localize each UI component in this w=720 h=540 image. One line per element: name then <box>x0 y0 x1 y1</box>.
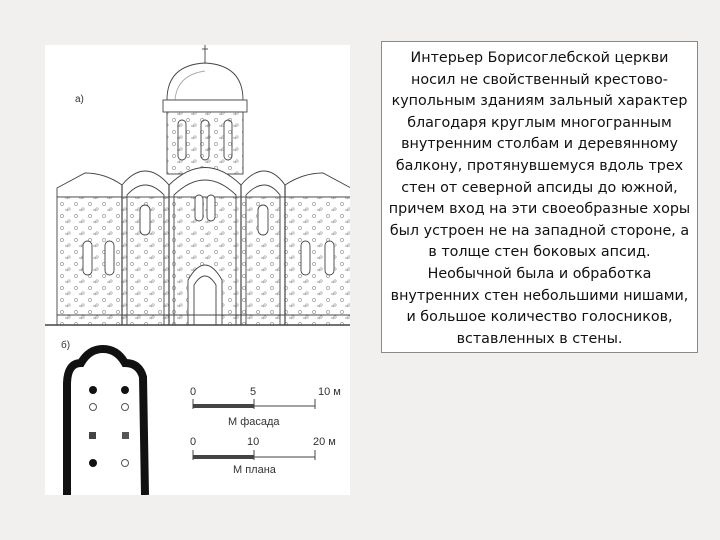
description-paragraph: Интерьер Борисоглебской церкви носил не … <box>388 50 691 347</box>
church-illustration: а) <box>45 45 350 495</box>
scale-plan-caption: М плана <box>233 464 277 476</box>
figure-label-a: а) <box>75 94 84 105</box>
facade-elevation <box>45 45 350 326</box>
scale-plan-tick-1: 10 <box>247 436 259 448</box>
scale-bar-facade: 0 5 10 м М фасада <box>190 386 341 428</box>
church-drawing-figure: а) <box>45 45 350 495</box>
scale-plan-tick-0: 0 <box>190 436 196 448</box>
church-plan <box>63 344 149 495</box>
scale-facade-tick-2: 10 м <box>318 386 341 398</box>
scale-bar-plan: 0 10 20 м М плана <box>190 436 336 476</box>
scale-plan-tick-2: 20 м <box>313 436 336 448</box>
description-textbox: Интерьер Борисоглебской церкви носил не … <box>381 41 698 353</box>
scale-facade-tick-0: 0 <box>190 386 196 398</box>
scale-facade-caption: М фасада <box>228 416 280 428</box>
scale-facade-tick-1: 5 <box>250 386 256 398</box>
figure-label-b: б) <box>61 339 70 351</box>
